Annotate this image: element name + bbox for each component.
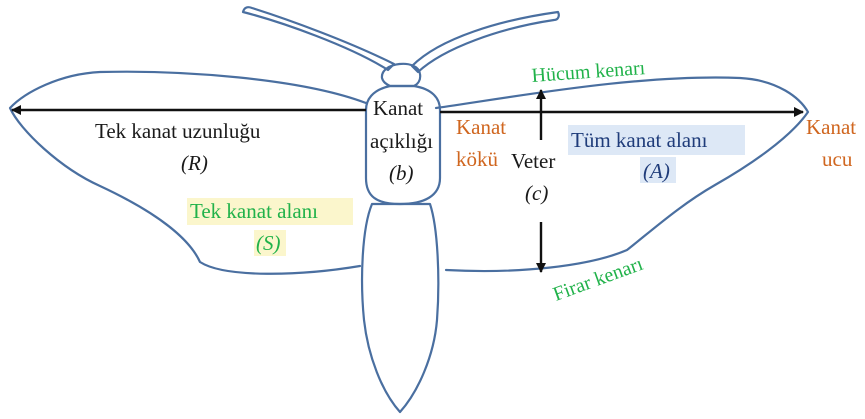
kanat-acikligi-line2: açıklığı: [370, 129, 433, 153]
b-symbol: (b): [389, 161, 414, 185]
c-symbol: (c): [525, 181, 548, 205]
a-symbol: (A): [643, 159, 670, 183]
kanat-koku-line2: kökü: [456, 147, 499, 171]
kanat-ucu-line2: ucu: [822, 147, 853, 171]
kanat-ucu-line1: Kanat: [806, 115, 856, 139]
r-symbol: (R): [181, 151, 208, 175]
tum-kanat-alani-label: Tüm kanat alanı: [571, 128, 708, 152]
right-antenna: [412, 12, 559, 72]
firar-kenari-label: Firar kenarı: [550, 253, 646, 306]
kanat-acikligi-line1: Kanat: [373, 96, 423, 120]
tek-kanat-alani-label: Tek kanat alanı: [190, 199, 318, 223]
s-symbol: (S): [256, 231, 281, 255]
veter-label: Veter: [511, 149, 555, 173]
left-antenna: [243, 7, 394, 70]
right-wing-outline: [436, 78, 808, 271]
tek-kanat-uzunlugu-label: Tek kanat uzunluğu: [95, 119, 261, 143]
kanat-koku-line1: Kanat: [456, 115, 506, 139]
moth-abdomen: [362, 204, 438, 412]
